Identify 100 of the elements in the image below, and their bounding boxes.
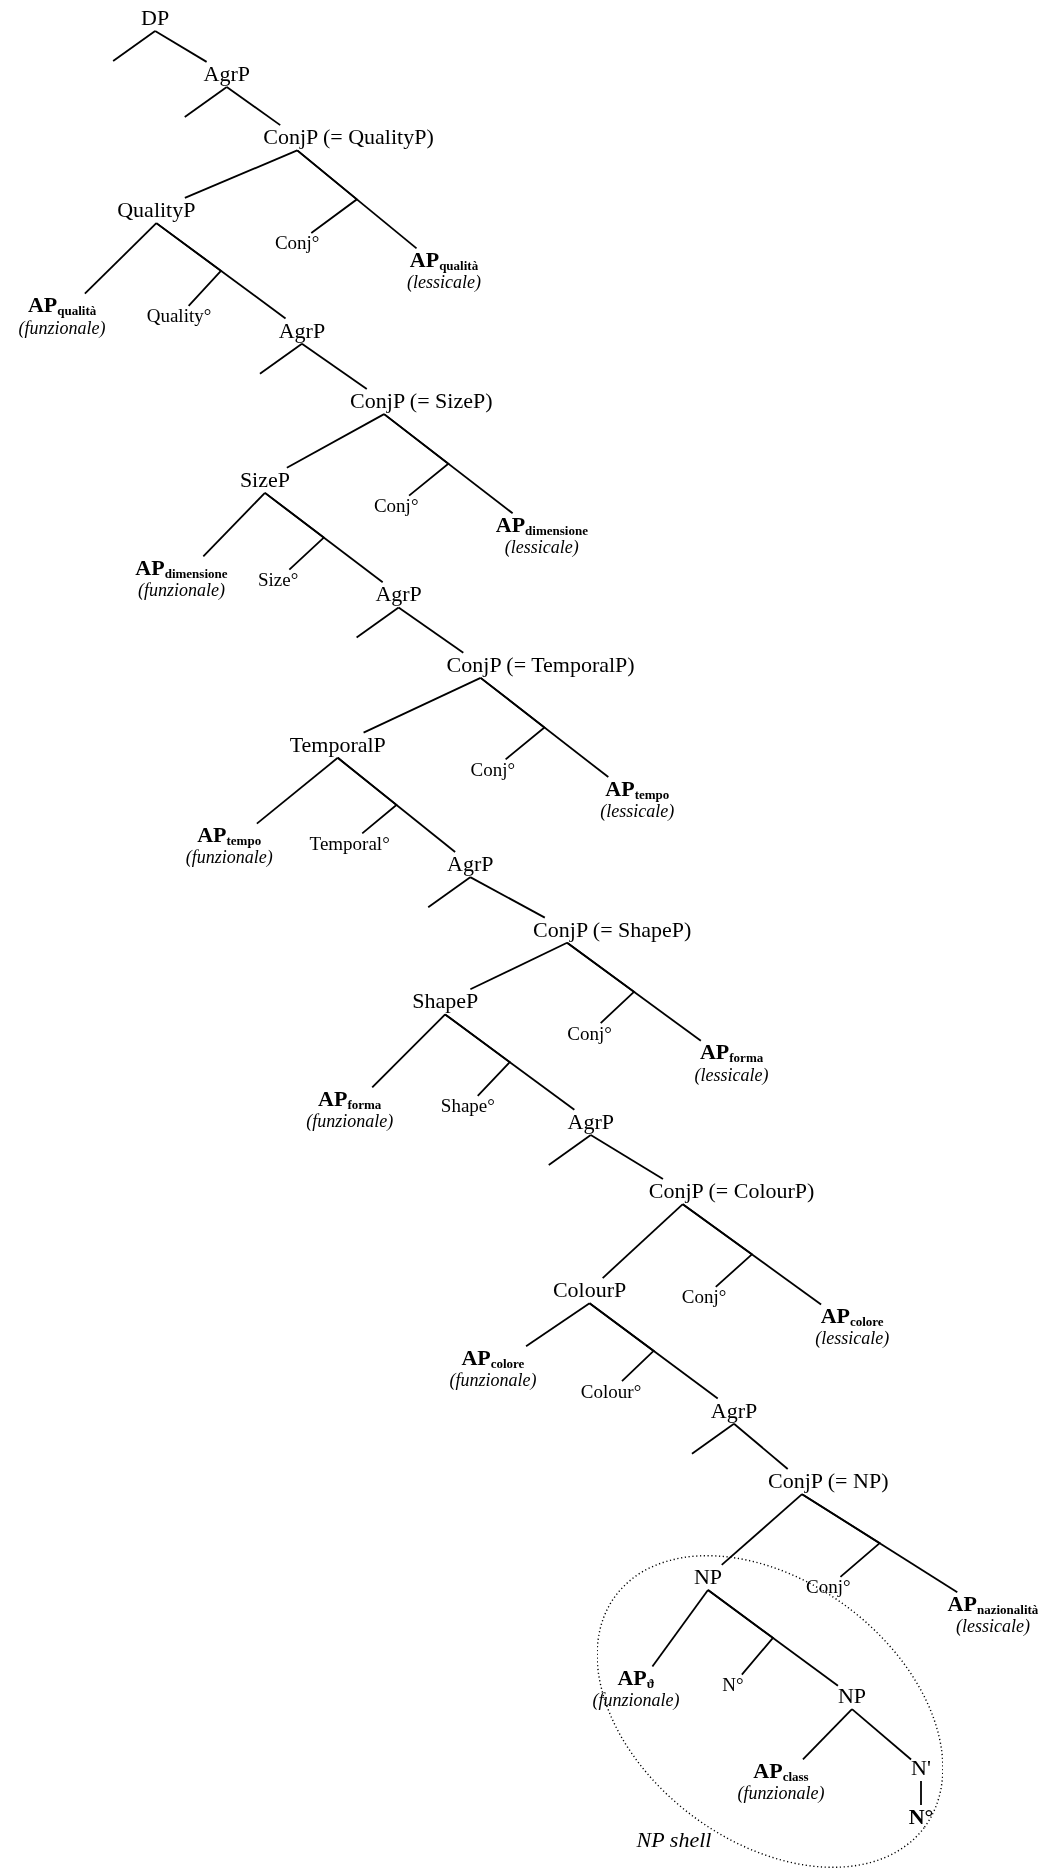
node-label: ConjP (= ShapeP)	[533, 917, 692, 942]
adjective-phrase-label: AP$_{colore}$	[819, 1304, 885, 1330]
head-label: Colour°	[580, 1381, 642, 1402]
head-label: Conj°	[806, 1576, 851, 1598]
head-label: Temporal°	[309, 833, 390, 855]
annotation-label: (lessicale)	[503, 538, 580, 559]
adjective-phrase-label: AP$_{qualità}$	[408, 248, 480, 274]
adjective-phrase-label: AP$_{dimensione}$	[135, 556, 228, 582]
adjective-phrase-label: AP$_{colore}$	[460, 1346, 526, 1372]
tree-branch	[479, 676, 610, 778]
tree-branch	[184, 149, 299, 199]
tree-branch	[296, 149, 418, 250]
tree-branch	[183, 86, 228, 118]
head-label: Conj°	[567, 1023, 612, 1044]
adjective-phrase-label: AP$_{nazionalità}$	[947, 1592, 1039, 1618]
tree-branch	[547, 1134, 592, 1166]
tree-branch	[427, 876, 472, 909]
adjective-phrase-label: AP$_{tempo}$	[604, 777, 671, 803]
head-label: Conj°	[373, 495, 419, 517]
annotation-label: (funzionale)	[136, 581, 226, 602]
head-label: N°	[722, 1674, 744, 1696]
tree-branch	[264, 491, 384, 584]
annotation-label: (funzionale)	[306, 1112, 394, 1133]
head-label: N°	[908, 1804, 934, 1830]
node-label: ConjP (= TemporalP)	[446, 652, 635, 677]
annotation-label: (funzionale)	[18, 319, 106, 339]
tree-branch	[362, 676, 482, 734]
adjective-phrase-label: AP$_{tempo}$	[196, 823, 263, 849]
annotation-label: (lessicale)	[815, 1329, 890, 1350]
node-label: DP	[141, 5, 170, 30]
tree-branch	[851, 1708, 912, 1761]
node-label: AgrP	[203, 61, 250, 87]
node-label: AgrP	[375, 582, 422, 607]
node-label: TemporalP	[289, 732, 386, 757]
tree-branch	[301, 342, 368, 390]
tree-branch	[651, 1589, 709, 1668]
annotation-label: (lessicale)	[694, 1066, 769, 1086]
tree-branch	[336, 756, 457, 853]
tree-branch	[383, 413, 514, 515]
tree-branch	[355, 606, 400, 639]
head-label: Conj°	[470, 759, 516, 781]
tree-branch	[801, 1493, 959, 1594]
tree-branch	[469, 941, 568, 991]
node-label: ConjP (= ColourP)	[648, 1179, 815, 1204]
tree-branch	[681, 1203, 822, 1306]
tree-branch	[259, 342, 303, 375]
tree-branch	[920, 1780, 922, 1806]
adjective-phrase-label: AP$_{qualità}$	[26, 293, 98, 319]
node-label: ShapeP	[412, 989, 479, 1014]
tree-branch	[225, 86, 282, 127]
adjective-phrase-label: AP$_{class}$	[752, 1759, 810, 1785]
adjective-phrase-label: AP$_{forma}$	[698, 1040, 765, 1067]
node-label: AgrP	[278, 318, 326, 343]
adjective-phrase-label: AP$_{dimensione}$	[495, 513, 588, 539]
head-label: Conj°	[681, 1286, 727, 1308]
node-label: NP	[837, 1683, 867, 1709]
tree-branch	[371, 1013, 447, 1089]
tree-branch	[112, 30, 157, 62]
tree-branch	[83, 222, 158, 295]
tree-branch	[720, 1493, 803, 1566]
node-label: NP	[693, 1564, 723, 1590]
node-label: ConjP (= NP)	[768, 1469, 889, 1494]
tree-branch	[588, 1302, 719, 1400]
node-label: ColourP	[552, 1278, 627, 1303]
tree-branch	[525, 1302, 591, 1348]
head-label: Quality°	[146, 305, 212, 327]
node-label: AgrP	[710, 1398, 758, 1423]
annotation-label: (lessicale)	[407, 273, 481, 294]
tree-branch	[155, 222, 287, 320]
tree-branch	[444, 1013, 576, 1111]
tree-branch	[566, 941, 702, 1042]
tree-branch	[589, 1134, 664, 1180]
tree-branch	[286, 413, 385, 469]
tree-branch	[601, 1203, 684, 1279]
annotation-label: (funzionale)	[737, 1784, 825, 1805]
tree-branch	[202, 491, 266, 558]
annotation-label: (funzionale)	[449, 1371, 537, 1392]
node-label: AgrP	[567, 1109, 614, 1134]
tree-branch	[154, 30, 208, 63]
head-label: Size°	[257, 569, 299, 591]
node-label: N'	[911, 1755, 931, 1781]
annotation-label: (lessicale)	[955, 1617, 1031, 1638]
head-label: Shape°	[440, 1095, 495, 1117]
node-label: ConjP (= QualityP)	[263, 125, 434, 150]
tree-branch	[255, 756, 339, 825]
tree-branch	[469, 876, 546, 919]
tree-branch	[707, 1589, 839, 1687]
tree-branch	[691, 1422, 735, 1455]
ellipse-label: NP shell	[636, 1827, 712, 1853]
head-label: Conj°	[274, 233, 320, 254]
tree-branch	[733, 1422, 789, 1470]
node-label: ConjP (= SizeP)	[350, 388, 493, 414]
annotation-label: (funzionale)	[592, 1691, 680, 1712]
tree-branch	[802, 1708, 853, 1761]
tree-branch	[397, 606, 465, 654]
adjective-phrase-label: AP$_{ϑ}$	[616, 1666, 656, 1692]
node-label: QualityP	[117, 197, 196, 223]
annotation-label: (lessicale)	[600, 802, 675, 823]
annotation-label: (funzionale)	[185, 848, 273, 869]
node-label: SizeP	[239, 467, 290, 492]
